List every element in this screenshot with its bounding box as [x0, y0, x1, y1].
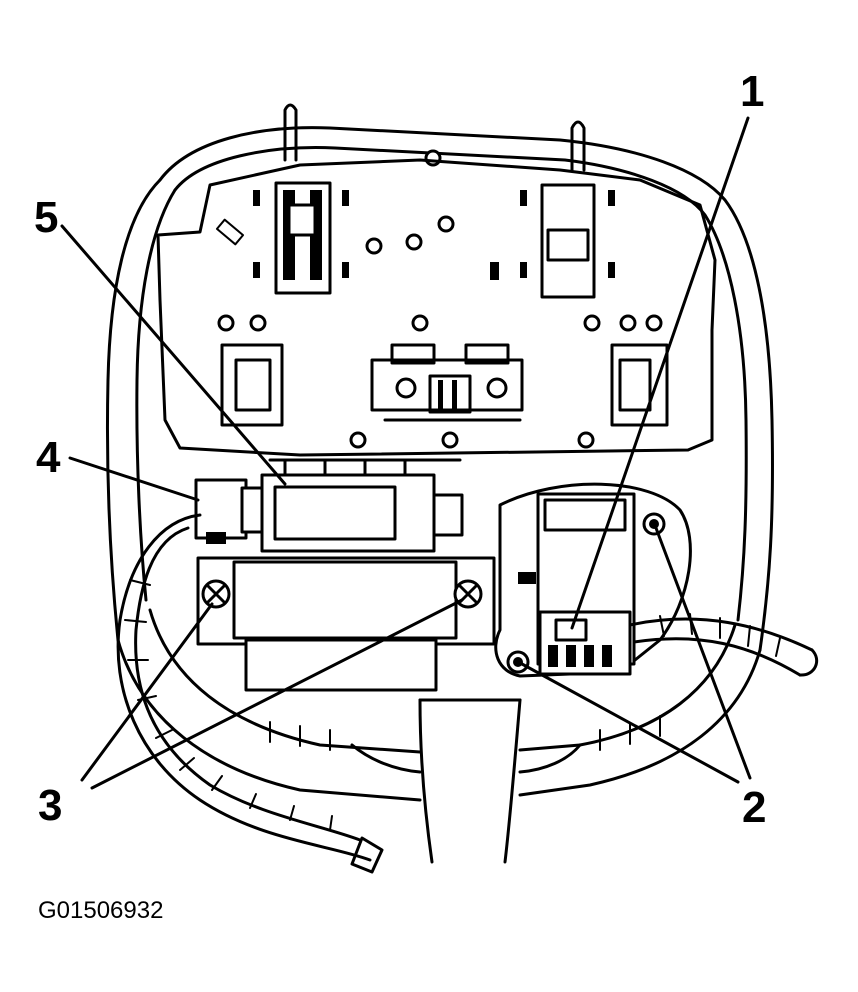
leader-line-2a — [654, 526, 752, 780]
sensor-module — [494, 482, 692, 678]
callout-3: 3 — [38, 781, 62, 830]
bracket-plate — [196, 556, 496, 692]
leader-line-1 — [570, 116, 750, 630]
callout-2: 2 — [742, 783, 766, 832]
callout-1: 1 — [740, 67, 764, 116]
leader-line-3a — [80, 602, 214, 782]
housing-outline — [105, 126, 774, 802]
center-column — [269, 698, 661, 864]
leader-line-5 — [60, 224, 287, 486]
leader-lines — [60, 116, 752, 790]
callout-5: 5 — [34, 193, 58, 242]
leader-line-2b — [520, 662, 740, 784]
figure-id: G01506932 — [38, 897, 163, 924]
wiring-harness — [116, 513, 819, 874]
module-connector — [194, 478, 264, 544]
upper-circuit-plate — [156, 158, 717, 457]
control-module — [260, 458, 464, 553]
callout-4: 4 — [36, 433, 61, 482]
leader-line-4 — [68, 456, 200, 502]
leader-line-3b — [90, 598, 464, 790]
